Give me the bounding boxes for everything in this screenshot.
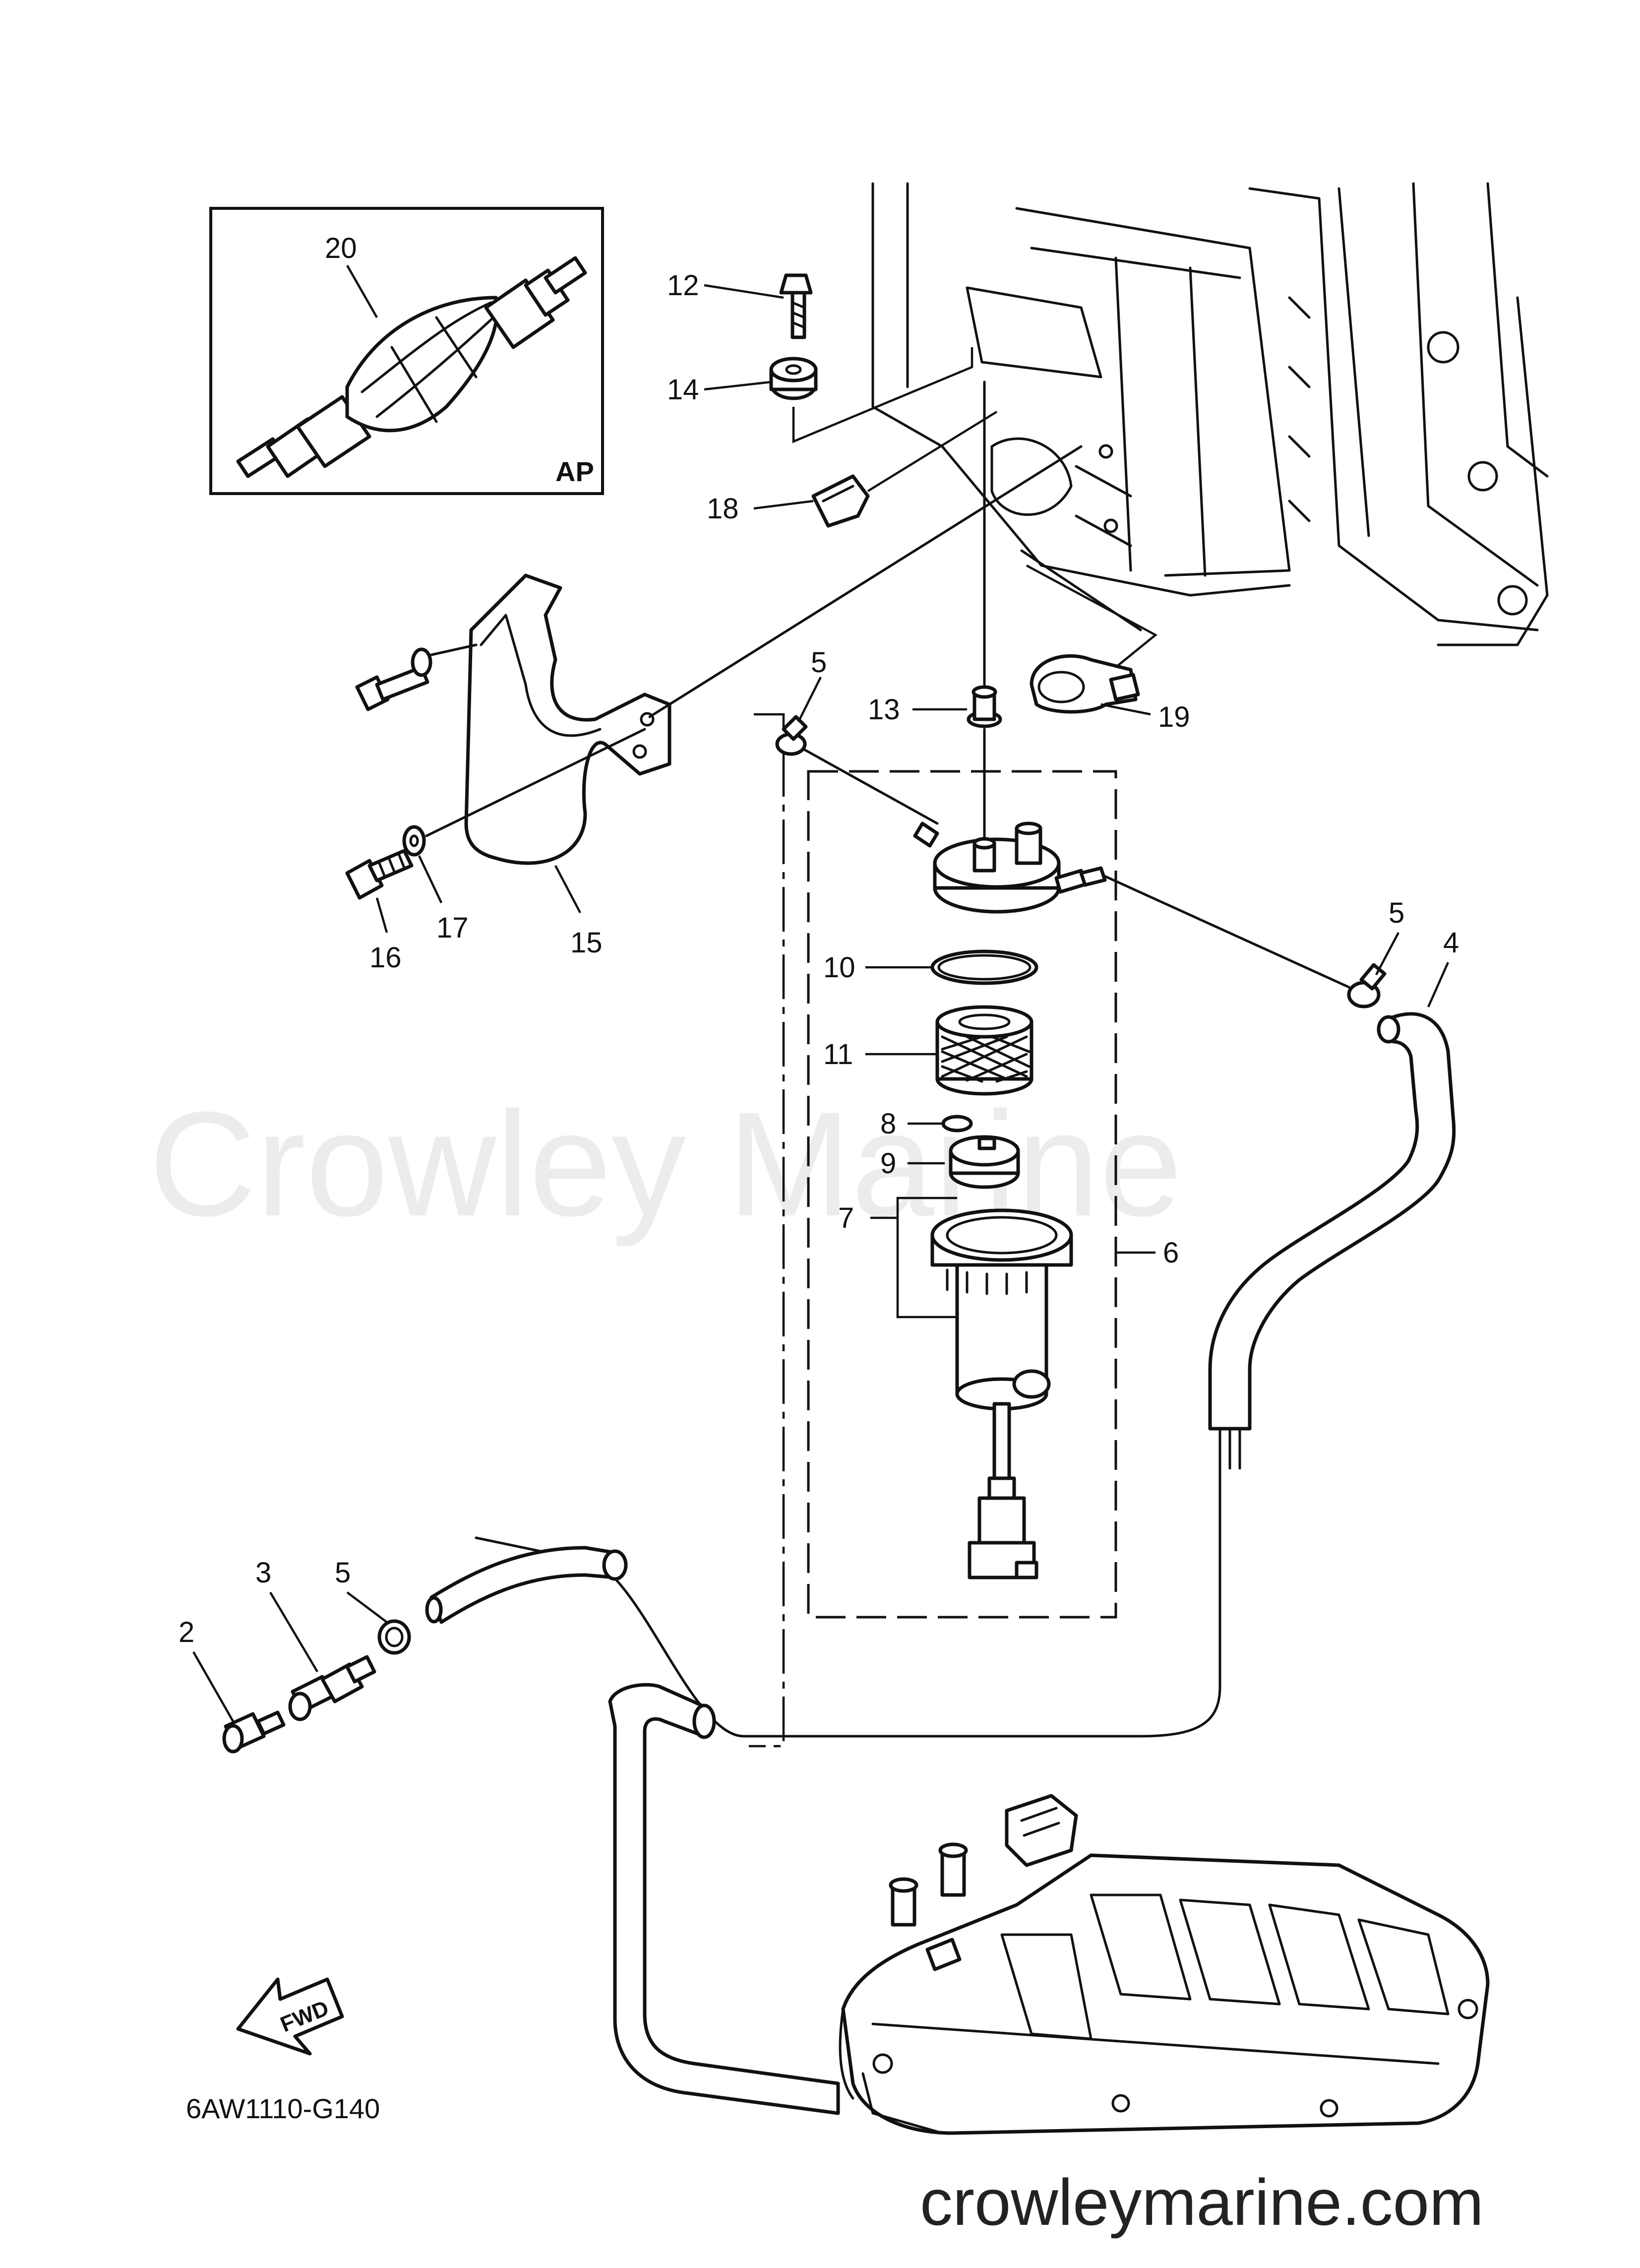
filter-element-11 bbox=[935, 1005, 1033, 1096]
callout-18: 18 bbox=[707, 493, 739, 525]
bracket-15 bbox=[464, 573, 671, 865]
float-9 bbox=[949, 1135, 1020, 1189]
callout-14: 14 bbox=[667, 374, 699, 406]
callout-9: 9 bbox=[880, 1147, 896, 1180]
inset-primer-bulb: 20 AP bbox=[209, 207, 604, 495]
filter-bowl-7 bbox=[930, 1208, 1073, 1579]
callout-15: 15 bbox=[570, 927, 603, 959]
bolt-13 bbox=[967, 685, 1002, 728]
callout-19: 19 bbox=[1158, 701, 1190, 733]
callout-12: 12 bbox=[667, 269, 699, 302]
bolt-16 bbox=[345, 849, 414, 900]
callout-5b: 5 bbox=[1389, 897, 1404, 929]
fitting-2 bbox=[288, 1655, 376, 1721]
diagram-code: 6AW1110-G140 bbox=[186, 2093, 380, 2124]
primer-bulb-part bbox=[236, 256, 587, 478]
o-ring-10 bbox=[930, 949, 1038, 985]
callout-8: 8 bbox=[880, 1108, 896, 1140]
filter-assembly-box bbox=[807, 770, 1117, 1619]
grommet-14 bbox=[769, 357, 818, 400]
engine-block bbox=[871, 182, 1549, 646]
site-url: crowleymarine.com bbox=[920, 2166, 1484, 2239]
clamp-19 bbox=[1030, 654, 1140, 714]
fwd-arrow-icon: FWD bbox=[236, 1977, 344, 2056]
vapor-separator-assembly bbox=[839, 1794, 1490, 2135]
callout-11: 11 bbox=[823, 1038, 853, 1071]
filter-head bbox=[913, 821, 1107, 914]
bolt-12 bbox=[779, 273, 813, 339]
fuel-hose-lower bbox=[608, 1683, 840, 2115]
clip-4 bbox=[377, 1619, 411, 1655]
retaining-ring-8 bbox=[941, 1115, 973, 1133]
callout-3: 4 bbox=[1443, 927, 1459, 959]
washer-17 bbox=[402, 825, 426, 857]
callout-4: 5 bbox=[335, 1557, 351, 1589]
bolt-upper-bracket bbox=[355, 647, 432, 711]
callout-17: 17 bbox=[436, 912, 469, 944]
callout-10: 10 bbox=[823, 951, 855, 984]
callout-7: 7 bbox=[838, 1202, 854, 1234]
callout-1: 2 bbox=[179, 1616, 194, 1648]
callout-16: 16 bbox=[369, 942, 402, 974]
hose-clip-5-upper bbox=[775, 715, 808, 756]
callout-2: 3 bbox=[255, 1557, 271, 1589]
fuel-hose-3 bbox=[1208, 1012, 1456, 1431]
plug-1 bbox=[222, 1710, 286, 1754]
callout-20: 20 bbox=[325, 232, 357, 264]
callout-6: 6 bbox=[1163, 1237, 1179, 1269]
callout-13: 13 bbox=[868, 693, 900, 726]
inset-label: AP bbox=[555, 456, 594, 487]
clip-18 bbox=[811, 474, 870, 528]
fuel-hose-left bbox=[425, 1546, 628, 1624]
callout-5a: 5 bbox=[811, 646, 827, 679]
